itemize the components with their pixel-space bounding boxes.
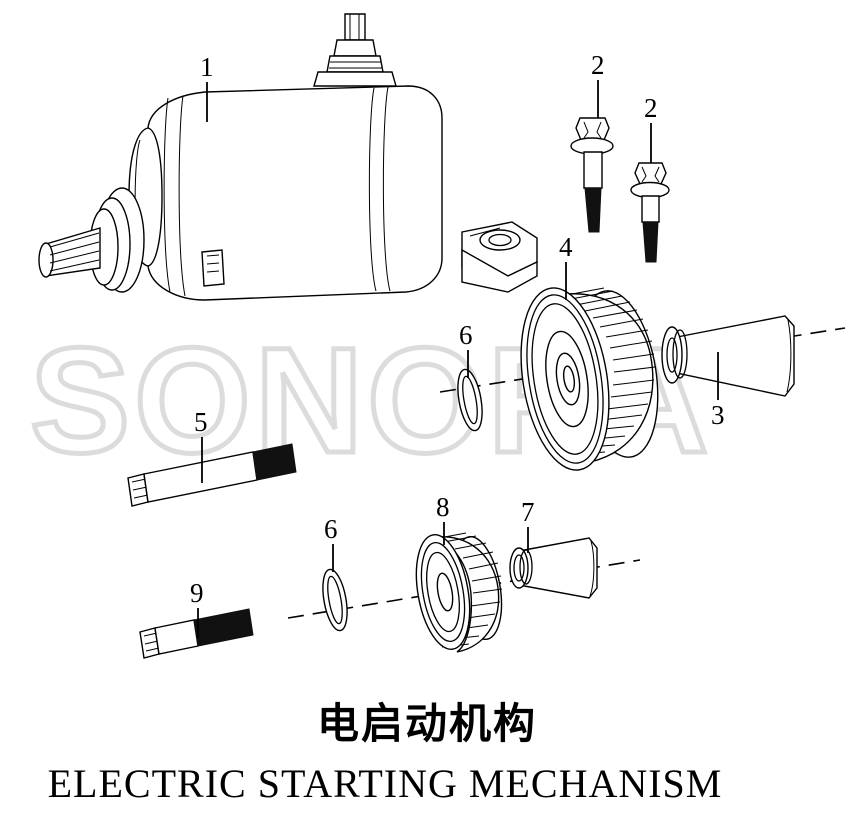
pinion-splines: [49, 232, 100, 272]
washer6a-outer: [457, 368, 483, 432]
motor-seam-2: [178, 95, 186, 297]
pinion-end-face: [38, 242, 54, 278]
bolt2b-hex-head: [634, 162, 667, 185]
shaft7-left-bore: [513, 554, 525, 582]
bolt5-thread: [252, 443, 297, 481]
shaft3-right-end: [786, 319, 792, 393]
callout-4-label: 4: [559, 232, 573, 262]
shaft7-collar: [519, 549, 533, 585]
bolt2a-hex-head: [575, 117, 610, 141]
title-chinese: 电启动机构: [317, 699, 537, 748]
motor-body: [147, 85, 443, 301]
part-idle-gear: 8: [415, 492, 503, 653]
part-thrust-washer-upper: 6: [457, 320, 483, 432]
shaft3-left-bore: [666, 337, 678, 373]
bolt2b-thread: [642, 221, 659, 263]
part-starter-driven-gear: 4: [520, 232, 659, 471]
washer6a-bore: [462, 375, 478, 425]
bolt2b-shank: [641, 195, 660, 223]
callout-8-label: 8: [436, 492, 450, 522]
bolt9-shank: [154, 619, 199, 655]
callout-6b-label: 6: [324, 514, 338, 544]
part-hex-socket-bolt-long: 5: [127, 407, 297, 507]
callout-5-label: 5: [194, 407, 208, 437]
motor-terminal-post: [313, 13, 397, 87]
gear8-bore: [436, 572, 454, 612]
motor-brush-cover: [201, 249, 225, 287]
part-gear-shaft: 3: [661, 315, 795, 430]
gear4-teeth: [555, 287, 656, 456]
part-starter-motor: 1: [38, 13, 538, 301]
bolt9-thread: [193, 608, 254, 647]
callout-3-label: 3: [711, 400, 725, 430]
callout-6a-label: 6: [459, 320, 473, 350]
shaft3-left-end: [661, 326, 683, 384]
bolt2a-thread: [584, 187, 602, 233]
shaft3-collar: [672, 329, 688, 379]
motor-seam-1: [163, 97, 171, 293]
gear4-front-tooth-ring: [526, 294, 604, 464]
callout-1-label: 1: [200, 52, 214, 82]
callout-9-label: 9: [190, 578, 204, 608]
shaft7-left-end: [509, 547, 529, 589]
gear8-tooth-band: [431, 536, 500, 653]
part-thrust-washer-lower: 6: [322, 514, 348, 632]
callout-2a-label: 2: [591, 50, 605, 80]
part-flange-bolt-long: 2: [570, 50, 614, 233]
motor-mount-bracket: [461, 221, 538, 293]
washer6b-outer: [322, 568, 348, 632]
shaft7-body: [518, 537, 598, 599]
part-idle-gear-shaft: 7: [509, 497, 598, 599]
part-flange-bolt-short: 2: [630, 93, 670, 263]
title-english: ELECTRIC STARTING MECHANISM: [48, 761, 723, 806]
motor-seam-4: [382, 86, 391, 292]
bolt2b-flange: [630, 181, 670, 199]
motor-seam-3: [368, 87, 377, 292]
gear8-front-rings: [420, 541, 466, 643]
part-hex-socket-bolt-short: 9: [139, 578, 254, 659]
callout-7-label: 7: [521, 497, 535, 527]
callout-2b-label: 2: [644, 93, 658, 123]
washer6b-bore: [327, 575, 343, 625]
shaft7-right-end: [589, 540, 595, 597]
bolt2a-shank: [583, 151, 603, 189]
gear4-bore: [562, 365, 576, 393]
